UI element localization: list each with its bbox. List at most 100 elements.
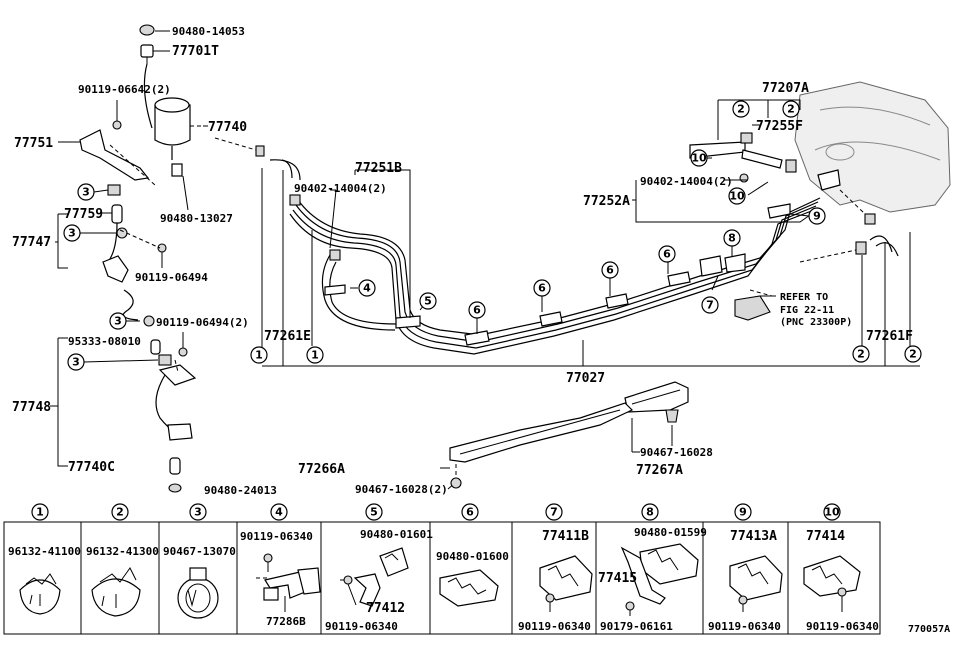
label-77266A: 77266A [298, 462, 345, 477]
label-77759: 77759 [64, 207, 103, 222]
part-77740C [168, 457, 182, 493]
legend-cell-10: 77414 90119-06340 [803, 529, 879, 633]
svg-text:96132-41300: 96132-41300 [86, 545, 159, 558]
label-77701T: 77701T [172, 44, 219, 59]
label-95333-08010: 95333-08010 [68, 335, 141, 348]
svg-text:90467-13070: 90467-13070 [163, 545, 236, 558]
refer-note: REFER TO FIG 22-11 (PNC 23300P) [780, 292, 852, 328]
svg-text:90119-06340: 90119-06340 [325, 620, 398, 633]
label-90480-13027: 90480-13027 [160, 212, 233, 225]
svg-text:90480-01599: 90480-01599 [634, 526, 707, 539]
svg-text:77412: 77412 [366, 601, 405, 616]
label-77251B: 77251B [355, 161, 402, 176]
svg-text:7: 7 [550, 506, 558, 519]
svg-text:1: 1 [36, 506, 44, 519]
svg-text:90119-06340: 90119-06340 [806, 620, 879, 633]
label-77267A: 77267A [636, 463, 683, 478]
svg-text:3: 3 [194, 506, 202, 519]
svg-text:2: 2 [116, 506, 124, 519]
svg-text:4: 4 [275, 506, 283, 519]
bolt-06642 [112, 100, 122, 130]
svg-text:3: 3 [114, 315, 122, 328]
bracket-77751 [58, 129, 156, 186]
part-cap-14053 [139, 24, 170, 36]
svg-text:90480-01600: 90480-01600 [436, 550, 509, 563]
fuel-tank [794, 81, 951, 213]
svg-text:5: 5 [424, 295, 432, 308]
legend-cell-9: 77413A 90119-06340 [708, 529, 783, 633]
svg-text:2: 2 [909, 348, 917, 361]
svg-text:90119-06340: 90119-06340 [240, 530, 313, 543]
svg-text:90119-06340: 90119-06340 [518, 620, 591, 633]
heat-shield-77267A [624, 381, 689, 423]
legend-cell-8: 90480-01599 77415 90179-06161 [598, 526, 707, 633]
svg-text:3: 3 [82, 186, 90, 199]
svg-text:9: 9 [739, 506, 747, 519]
legend-headers: 1 2 3 4 5 6 7 8 9 10 [31, 503, 841, 521]
legend-cell-5: 90480-01601 77412 90119-06340 [325, 528, 433, 633]
label-77748: 77748 [12, 400, 51, 415]
refer-note-line3: (PNC 23300P) [780, 317, 852, 328]
clamp-77759-area [102, 184, 128, 263]
svg-text:96132-41100: 96132-41100 [8, 545, 81, 558]
leader-lines [203, 99, 920, 490]
svg-text:7: 7 [706, 299, 714, 312]
svg-text:77413A: 77413A [730, 529, 777, 544]
legend-cell-4: 90119-06340 77286B [240, 530, 321, 628]
svg-text:1: 1 [255, 349, 263, 362]
svg-text:77414: 77414 [806, 529, 845, 544]
legend-cell-2: 96132-41300 [86, 545, 159, 617]
svg-text:3: 3 [68, 227, 76, 240]
svg-text:2: 2 [787, 103, 795, 116]
svg-text:90119-06340: 90119-06340 [708, 620, 781, 633]
svg-text:9: 9 [813, 210, 821, 223]
svg-text:90480-01601: 90480-01601 [360, 528, 433, 541]
label-90480-24013: 90480-24013 [204, 484, 277, 497]
legend-table: 1 2 3 4 5 6 7 8 9 10 96132-41100 [3, 503, 881, 635]
label-77751: 77751 [14, 136, 53, 151]
label-90467-16028: 90467-16028 [640, 446, 713, 459]
label-77027: 77027 [566, 371, 605, 386]
figure-code: 770057A [908, 624, 950, 635]
label-77740: 77740 [208, 120, 247, 135]
heat-shield-77266A [449, 402, 634, 489]
svg-text:2: 2 [737, 103, 745, 116]
legend-cell-1: 96132-41100 [8, 545, 81, 615]
label-90467-16028-2: 90467-16028(2) [355, 483, 448, 496]
svg-text:4: 4 [363, 282, 371, 295]
legend-cell-6: 90480-01600 [436, 550, 509, 607]
svg-text:6: 6 [473, 304, 481, 317]
hose-77748 [143, 315, 197, 441]
svg-text:10: 10 [729, 190, 745, 203]
part-canister-77740 [143, 63, 203, 160]
svg-text:6: 6 [606, 264, 614, 277]
label-77261E: 77261E [264, 329, 311, 344]
label-90480-14053: 90480-14053 [172, 25, 245, 38]
svg-text:5: 5 [370, 506, 378, 519]
label-90402-14004-b: 90402-14004(2) [640, 175, 733, 188]
label-77740C: 77740C [68, 460, 115, 475]
svg-text:6: 6 [466, 506, 474, 519]
svg-text:6: 6 [538, 282, 546, 295]
svg-text:6: 6 [663, 248, 671, 261]
label-77261F: 77261F [866, 329, 913, 344]
label-90119-06642: 90119-06642(2) [78, 83, 171, 96]
svg-text:77411B: 77411B [542, 529, 589, 544]
circle-markers: 3 3 3 3 1 1 4 5 6 6 6 6 7 8 9 10 10 2 2 … [63, 100, 922, 371]
svg-text:8: 8 [728, 232, 736, 245]
label-77747: 77747 [12, 235, 51, 250]
label-90119-06494-2: 90119-06494(2) [156, 316, 249, 329]
bracket-77747 [102, 229, 167, 321]
label-90402-14004-a: 90402-14004(2) [294, 182, 387, 195]
legend-cell-7: 77411B 90119-06340 [518, 529, 593, 633]
label-77255F: 77255F [756, 119, 803, 134]
legend-cell-3: 90467-13070 [163, 545, 236, 619]
svg-text:90179-06161: 90179-06161 [600, 620, 673, 633]
refer-note-line1: REFER TO [780, 292, 828, 303]
refer-note-line2: FIG 22-11 [780, 305, 834, 316]
part-cap-13027 [171, 163, 189, 211]
part-valve-77701T [140, 44, 170, 64]
svg-text:10: 10 [824, 506, 840, 519]
